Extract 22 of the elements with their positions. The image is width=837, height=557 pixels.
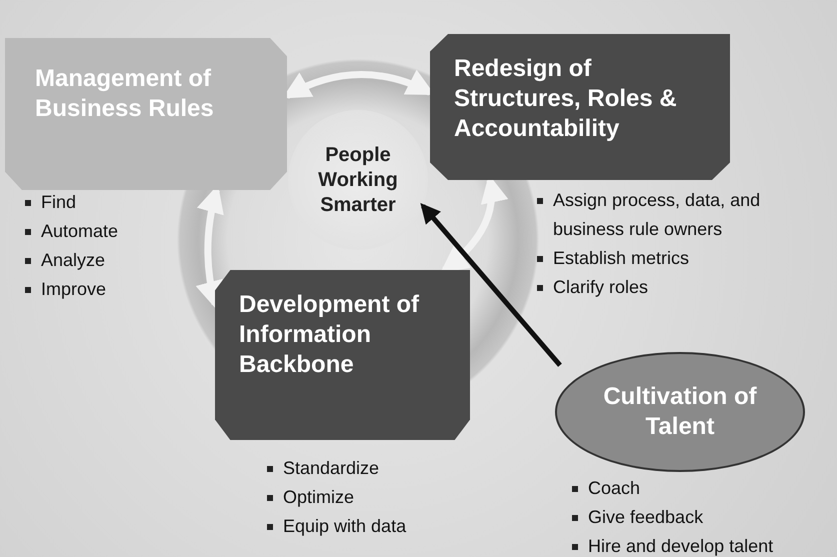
process-box [5,38,287,190]
bullet-text: Coach [588,477,640,500]
node-title: People Working Smarter [317,142,399,218]
bullet-text: Improve [41,278,106,301]
bullet-text: Clarify roles [553,276,648,299]
node-title: Management of Business Rules [35,64,215,124]
bullet-text: Give feedback [588,506,704,529]
node-title: Cultivation of Talent [602,382,758,442]
bullet-text: Automate [41,220,118,243]
node-title: Development of Information Backbone [239,290,420,380]
bullet-text: Establish metrics [553,247,690,270]
bullet-text: Analyze [41,249,106,272]
bullet-text: Optimize [283,486,354,509]
bullet-text: Assign process, data, and business rule owners [553,189,762,241]
process-box [430,34,730,180]
bullet-text: Find [41,191,76,214]
arrow [420,203,562,367]
bullet-text: Standardize [283,457,380,480]
process-box [215,270,470,440]
bullet-text: Hire and develop talent [588,535,774,557]
node-title: Redesign of Structures, Roles & Accountability [454,54,678,144]
bullet-text: Equip with data [283,515,406,538]
